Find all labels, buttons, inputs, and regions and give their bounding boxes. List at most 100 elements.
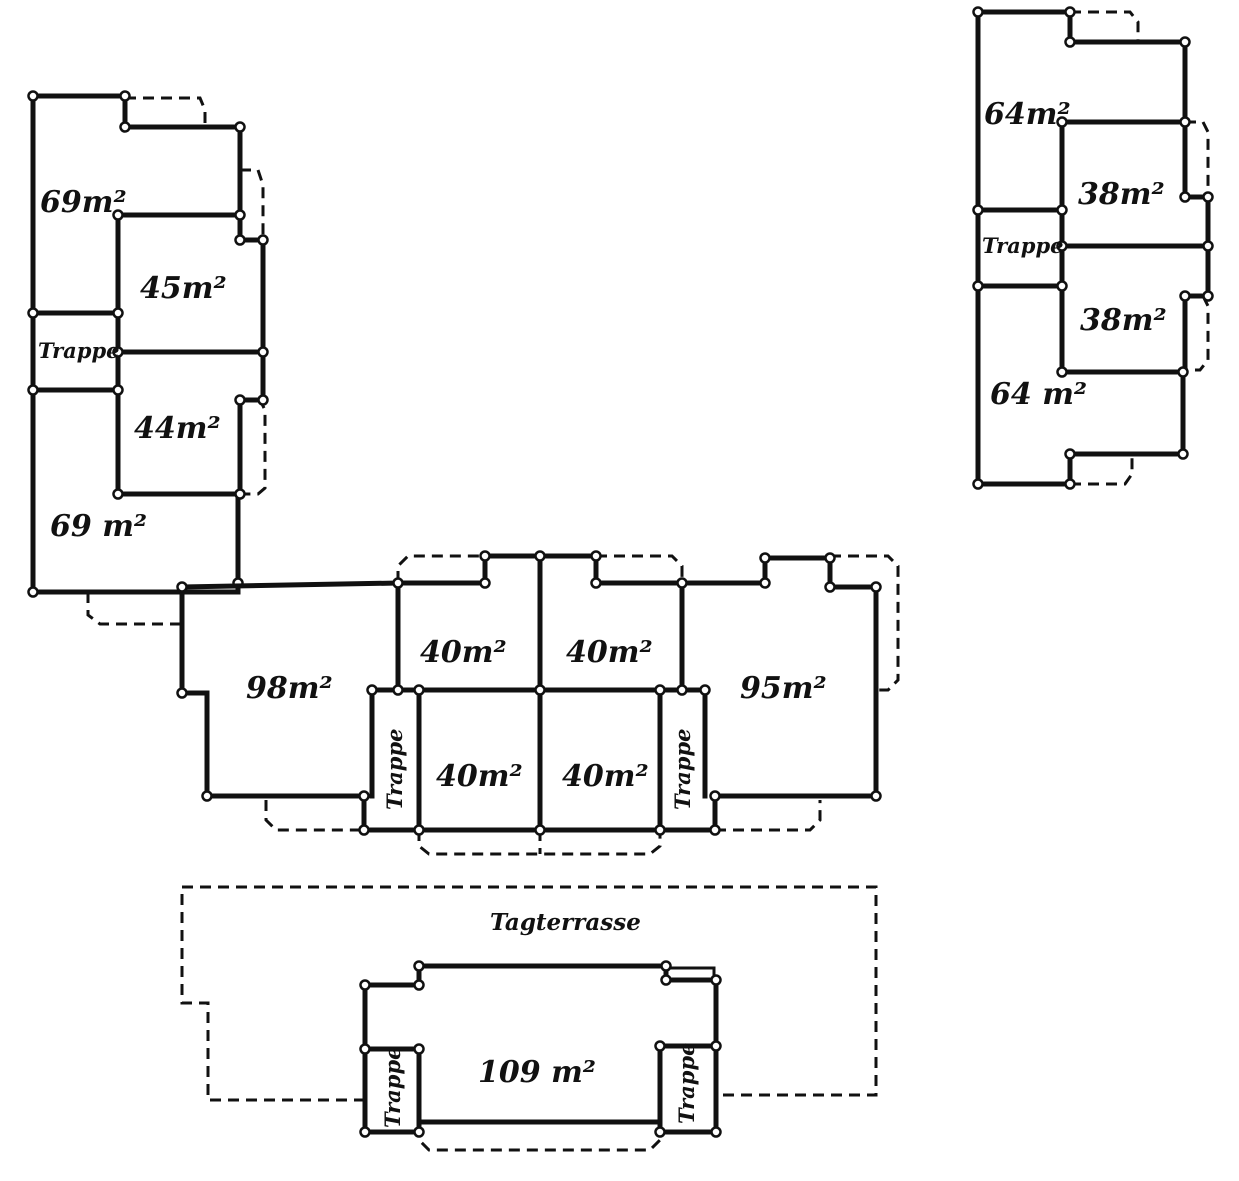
- balcony-outline: [596, 554, 684, 582]
- wall: [237, 212, 266, 355]
- wall-node: [234, 488, 246, 500]
- wall-node: [654, 824, 666, 836]
- room-area-label: 95m²: [740, 671, 827, 706]
- wall: [179, 553, 685, 590]
- wall-node: [676, 577, 688, 589]
- wall-node: [112, 346, 124, 358]
- wall-node: [1177, 366, 1189, 378]
- wall-node: [413, 1126, 425, 1138]
- stair-label: Trappe: [674, 1043, 699, 1125]
- balcony-outline: [240, 398, 267, 496]
- wall: [30, 93, 241, 595]
- wall-node: [1202, 240, 1214, 252]
- wall-node: [972, 478, 984, 490]
- wall-node: [709, 824, 721, 836]
- roof-block: Tagterrasse 109 m² Trappe Trappe: [180, 885, 878, 1152]
- middle-block: 98m² 40m² 40m² 40m² 40m² 95m² Trappe Tra…: [176, 550, 900, 856]
- wall-node: [870, 581, 882, 593]
- wall-node: [1056, 280, 1068, 292]
- wall-node: [119, 121, 131, 133]
- wall-node: [112, 384, 124, 396]
- room-area-label: 40m²: [420, 635, 507, 670]
- wall-node: [359, 1126, 371, 1138]
- room-area-label: 38m²: [1080, 303, 1167, 338]
- balcony-outline: [125, 96, 207, 127]
- wall-node: [1056, 116, 1068, 128]
- stair-label: Trappe: [382, 729, 407, 811]
- wall-node: [257, 234, 269, 246]
- wall-node: [234, 121, 246, 133]
- wall-node: [1064, 36, 1076, 48]
- balcony-outline: [1070, 458, 1134, 486]
- room-area-label: 38m²: [1078, 177, 1165, 212]
- room-area-label: 40m²: [566, 635, 653, 670]
- wall: [237, 349, 266, 497]
- wall-node: [27, 586, 39, 598]
- room-area-label: 44m²: [134, 411, 221, 446]
- wall-node: [359, 1043, 371, 1055]
- wall-node: [257, 394, 269, 406]
- wall-node: [176, 687, 188, 699]
- wall-node: [534, 550, 546, 562]
- wall-node: [710, 1040, 722, 1052]
- wall-node: [1179, 36, 1191, 48]
- wall-node: [660, 960, 672, 972]
- wall-node: [1179, 116, 1191, 128]
- room-area-label: 69 m²: [50, 509, 147, 544]
- wall-node: [534, 684, 546, 696]
- wall: [1182, 243, 1211, 375]
- wall-node: [27, 307, 39, 319]
- room-area-label: 40m²: [562, 759, 649, 794]
- wall-node: [1202, 191, 1214, 203]
- wall-node: [824, 581, 836, 593]
- balcony-outline: [1185, 120, 1210, 200]
- wall-node: [234, 209, 246, 221]
- wall-node: [234, 394, 246, 406]
- room-area-label: 45m²: [140, 271, 227, 306]
- wall-node: [112, 488, 124, 500]
- wall-node: [358, 824, 370, 836]
- wall-node: [413, 684, 425, 696]
- wall-node: [112, 209, 124, 221]
- balcony-outline: [264, 800, 364, 832]
- room-area-label: 109 m²: [478, 1055, 596, 1090]
- wall-node: [660, 974, 672, 986]
- wall-node: [392, 684, 404, 696]
- wall-node: [257, 346, 269, 358]
- balcony-outline: [396, 554, 485, 582]
- terrace-outline: [180, 885, 878, 1102]
- wall-node: [1056, 204, 1068, 216]
- wall-node: [972, 204, 984, 216]
- wall-node: [119, 90, 131, 102]
- balcony-outline: [1183, 294, 1210, 372]
- wall-node: [176, 581, 188, 593]
- wall-node: [112, 307, 124, 319]
- wall-node: [654, 1126, 666, 1138]
- wall-node: [1202, 290, 1214, 302]
- room-area-label: 69m²: [40, 185, 127, 220]
- left-wing: 69m² 45m² 44m² 69 m² Trappe: [27, 90, 269, 626]
- balcony-outline: [830, 554, 900, 692]
- wall-node: [710, 1126, 722, 1138]
- wall-node: [366, 684, 378, 696]
- wall-node: [1179, 191, 1191, 203]
- stair-label: Trappe: [380, 1047, 405, 1129]
- wall: [1182, 119, 1211, 249]
- wall: [975, 9, 1186, 487]
- balcony-outline: [715, 800, 822, 832]
- stair-label: Trappe: [670, 729, 695, 811]
- wall-node: [972, 6, 984, 18]
- wall-node: [358, 790, 370, 802]
- wall-node: [1064, 6, 1076, 18]
- wall-node: [709, 790, 721, 802]
- balcony-outline: [1070, 10, 1140, 42]
- wall-node: [413, 979, 425, 991]
- wall-node: [870, 790, 882, 802]
- balcony-outline: [86, 592, 183, 626]
- wall-node: [201, 790, 213, 802]
- wall-node: [359, 979, 371, 991]
- wall-node: [27, 384, 39, 396]
- wall-node: [590, 550, 602, 562]
- wall-node: [824, 552, 836, 564]
